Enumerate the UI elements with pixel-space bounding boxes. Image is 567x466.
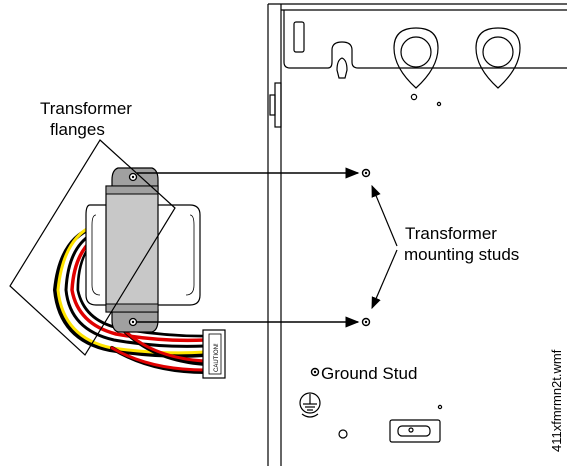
studs-label-line1: Transformer xyxy=(405,224,497,243)
small-hole xyxy=(410,93,418,101)
hinge-tab-inner xyxy=(269,94,276,116)
small-hole xyxy=(338,429,348,439)
transformer xyxy=(85,167,201,333)
wire-black-2 xyxy=(76,242,207,338)
wire-bottom-red xyxy=(110,346,207,372)
bottom-bracket xyxy=(389,419,441,443)
mounting-studs xyxy=(361,168,371,327)
cabinet xyxy=(267,3,567,466)
studs-callout xyxy=(371,184,398,310)
top-slot xyxy=(293,21,305,53)
knockout-2 xyxy=(475,27,521,89)
small-hole xyxy=(436,101,442,107)
ground-symbol-icon xyxy=(299,392,321,418)
caution-label: CAUTION! xyxy=(214,343,220,372)
file-name-label: 411xfmrmn2t.wmf xyxy=(549,349,564,452)
wire-red xyxy=(70,238,207,343)
small-hole xyxy=(437,404,443,410)
flanges-label-line1: Transformer xyxy=(40,99,132,118)
flanges-callout-box xyxy=(9,139,176,356)
wire-harness xyxy=(52,224,207,374)
flanges-label-line2: flanges xyxy=(50,120,105,139)
keyhole xyxy=(336,57,348,79)
wire-white xyxy=(79,245,206,335)
top-flange xyxy=(283,10,567,69)
ground-stud-label: Ground Stud xyxy=(321,364,417,383)
knockout-1 xyxy=(393,27,439,89)
hinge-tab xyxy=(274,82,282,128)
studs-label-line2: mounting studs xyxy=(404,245,519,264)
wire-connector: CAUTION! xyxy=(202,329,226,379)
wire-black xyxy=(64,232,207,348)
